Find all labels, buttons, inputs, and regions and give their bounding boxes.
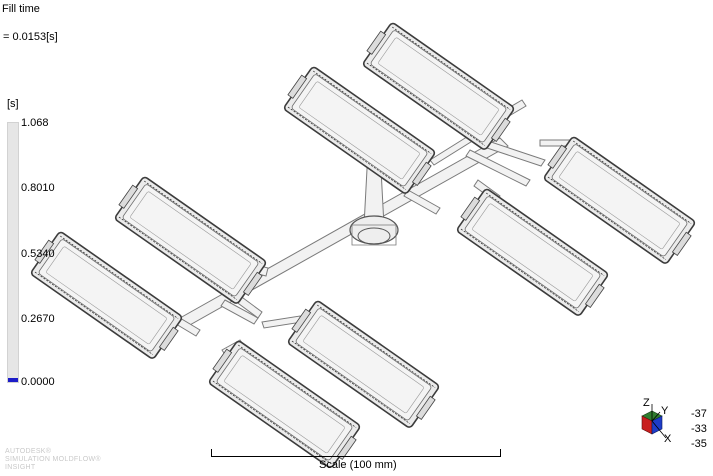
axis-z-label: Z: [643, 397, 650, 409]
angle-3: -35: [691, 438, 707, 450]
legend-tick-4: 0.2670: [21, 313, 55, 325]
legend-tick-min: 0.0000: [21, 376, 55, 388]
axis-x-label: X: [664, 433, 672, 445]
angle-1: -37: [691, 408, 707, 420]
legend-tick-3: 0.5340: [21, 248, 55, 260]
angle-2: -33: [691, 423, 707, 435]
legend-tick-2: 0.8010: [21, 182, 55, 194]
legend-unit: [s]: [7, 98, 19, 110]
orientation-triad-icon[interactable]: [632, 398, 672, 446]
scale-bar: [211, 449, 501, 457]
runner-system: [175, 99, 573, 357]
product-watermark: AUTODESK® SIMULATION MOLDFLOW® INSIGHT: [5, 448, 101, 471]
result-value: = 0.0153[s]: [3, 31, 58, 43]
legend-tick-max: 1.068: [21, 117, 49, 129]
legend-color-bar: [7, 122, 19, 383]
legend-fill-level: [8, 378, 18, 382]
result-title: Fill time: [2, 3, 40, 15]
scale-label: Scale (100 mm): [319, 459, 397, 471]
axis-y-label: Y: [661, 405, 669, 417]
